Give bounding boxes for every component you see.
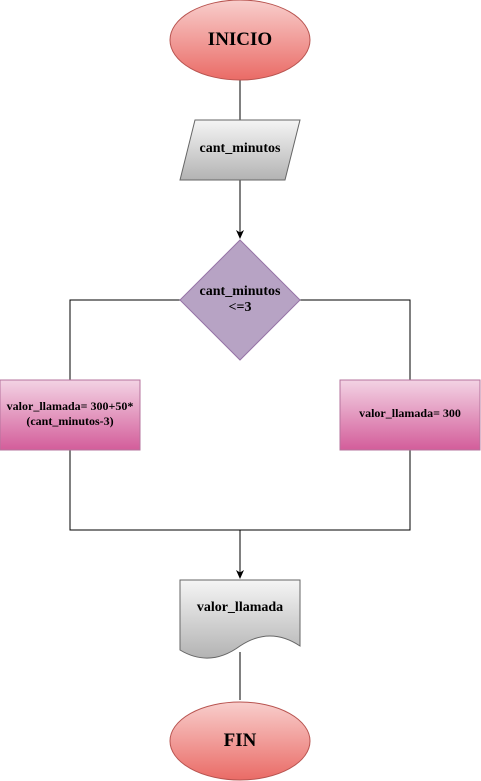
start-terminal <box>169 0 311 81</box>
end-terminal <box>169 701 311 781</box>
decision-label-line1: cant_minutos <box>199 284 281 299</box>
decision-diamond <box>179 239 301 361</box>
input-label: cant_minutos <box>199 141 281 156</box>
start-label: INICIO <box>207 29 273 50</box>
output-document <box>179 579 301 659</box>
process-left-label-line1: valor_llamada= 300+50* <box>6 399 134 413</box>
end-label: FIN <box>223 730 257 751</box>
edge-left-process-to-merge <box>69 450 240 531</box>
process-right-box <box>339 379 481 451</box>
decision-label-line2: <=3 <box>228 300 252 315</box>
output-label: valor_llamada <box>196 600 284 615</box>
edge-decision-to-right-process <box>300 299 411 380</box>
edge-decision-to-left-process <box>69 299 180 380</box>
edge-right-process-to-merge <box>240 450 411 531</box>
edges <box>69 80 411 700</box>
process-left-label-line2: (cant_minutos-3) <box>26 414 114 428</box>
process-left-box <box>0 379 141 451</box>
input-parallelogram <box>179 119 301 181</box>
process-right-label: valor_llamada= 300 <box>359 406 461 420</box>
